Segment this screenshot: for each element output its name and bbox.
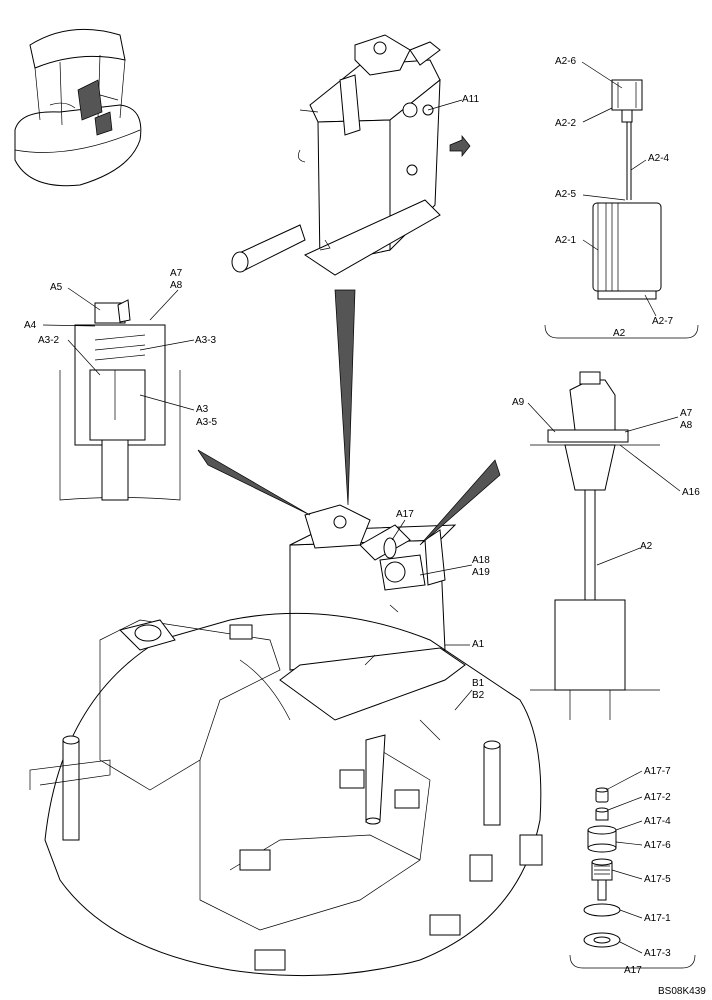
base-frame xyxy=(29,612,543,977)
label-b1: B1 xyxy=(472,678,485,689)
label-a17-4: A17-4 xyxy=(644,816,671,827)
pointer-beam-left xyxy=(197,449,311,516)
a3-detail-view xyxy=(59,299,181,501)
a17-exploded-view xyxy=(583,787,621,948)
a2-bracket xyxy=(544,324,699,339)
label-a2-6: A2-6 xyxy=(555,56,577,67)
label-a8-top: A8 xyxy=(170,280,183,291)
label-a3-3: A3-3 xyxy=(195,335,217,346)
label-a3: A3 xyxy=(196,404,209,415)
a17-bracket xyxy=(569,954,696,969)
label-a5: A5 xyxy=(50,282,63,293)
leader-lines xyxy=(42,61,681,954)
label-a2-right: A2 xyxy=(640,541,653,552)
label-a3-2: A3-2 xyxy=(38,335,60,346)
label-a17-7: A17-7 xyxy=(644,766,671,777)
label-a17-1: A17-1 xyxy=(644,913,671,924)
label-a18: A18 xyxy=(472,555,490,566)
label-a3-5: A3-5 xyxy=(196,417,218,428)
label-a1: A1 xyxy=(472,639,485,650)
direction-arrow-icon xyxy=(449,135,471,157)
pointer-beam-right xyxy=(419,459,501,546)
label-a17-3: A17-3 xyxy=(644,948,671,959)
label-a16: A16 xyxy=(682,487,700,498)
label-a4: A4 xyxy=(24,320,37,331)
pointer-beam-top xyxy=(334,289,356,506)
tank-a1 xyxy=(279,504,466,721)
label-a17: A17 xyxy=(396,509,414,520)
label-a17-2: A17-2 xyxy=(644,792,671,803)
a2-install-view xyxy=(530,371,660,720)
label-a7-right: A7 xyxy=(680,408,693,419)
label-a17-group: A17 xyxy=(624,965,642,976)
label-a8-right: A8 xyxy=(680,420,693,431)
label-a2-2: A2-2 xyxy=(555,118,577,129)
label-a2-4: A2-4 xyxy=(648,153,670,164)
a2-sender-unit xyxy=(592,79,662,300)
label-a7-top: A7 xyxy=(170,268,183,279)
label-a9: A9 xyxy=(512,397,525,408)
machine-thumbnail xyxy=(14,28,142,187)
label-a2-5: A2-5 xyxy=(555,189,577,200)
label-a2-1: A2-1 xyxy=(555,235,577,246)
label-b2: B2 xyxy=(472,690,485,701)
label-a17-6: A17-6 xyxy=(644,840,671,851)
label-a19: A19 xyxy=(472,567,490,578)
label-a2-group: A2 xyxy=(613,328,626,339)
label-a2-7: A2-7 xyxy=(652,316,674,327)
label-a11: A11 xyxy=(462,94,479,105)
label-a17-5: A17-5 xyxy=(644,874,671,885)
tank-perspective-view xyxy=(231,34,441,276)
reference-code: BS08K439 xyxy=(658,986,706,997)
